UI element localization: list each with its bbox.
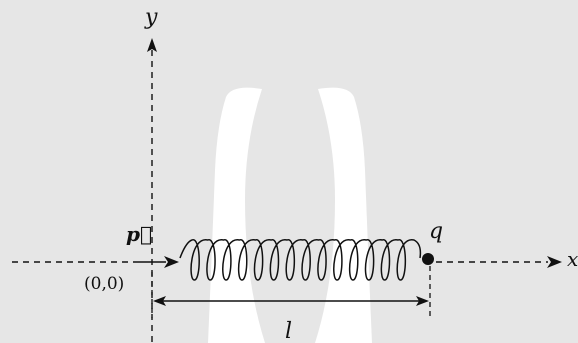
watermark-left-stroke xyxy=(208,87,265,343)
watermark-right-stroke xyxy=(315,87,372,343)
length-arrowhead-left xyxy=(153,296,166,306)
origin-label: (0,0) xyxy=(84,274,124,294)
length-arrowhead-right xyxy=(416,296,429,306)
y-axis-arrowhead xyxy=(147,38,157,52)
dipole-label: p⃗ xyxy=(126,222,152,246)
charge-label: q xyxy=(429,219,443,244)
x-axis-label: x xyxy=(567,247,578,271)
y-axis-label: y xyxy=(144,5,158,30)
x-axis-arrowhead xyxy=(547,256,562,268)
dipole-vector-arrowhead xyxy=(164,256,179,268)
charge-dot xyxy=(422,253,434,265)
length-label: l xyxy=(285,319,292,343)
spring-coil-path xyxy=(179,239,422,281)
spring xyxy=(179,239,422,281)
